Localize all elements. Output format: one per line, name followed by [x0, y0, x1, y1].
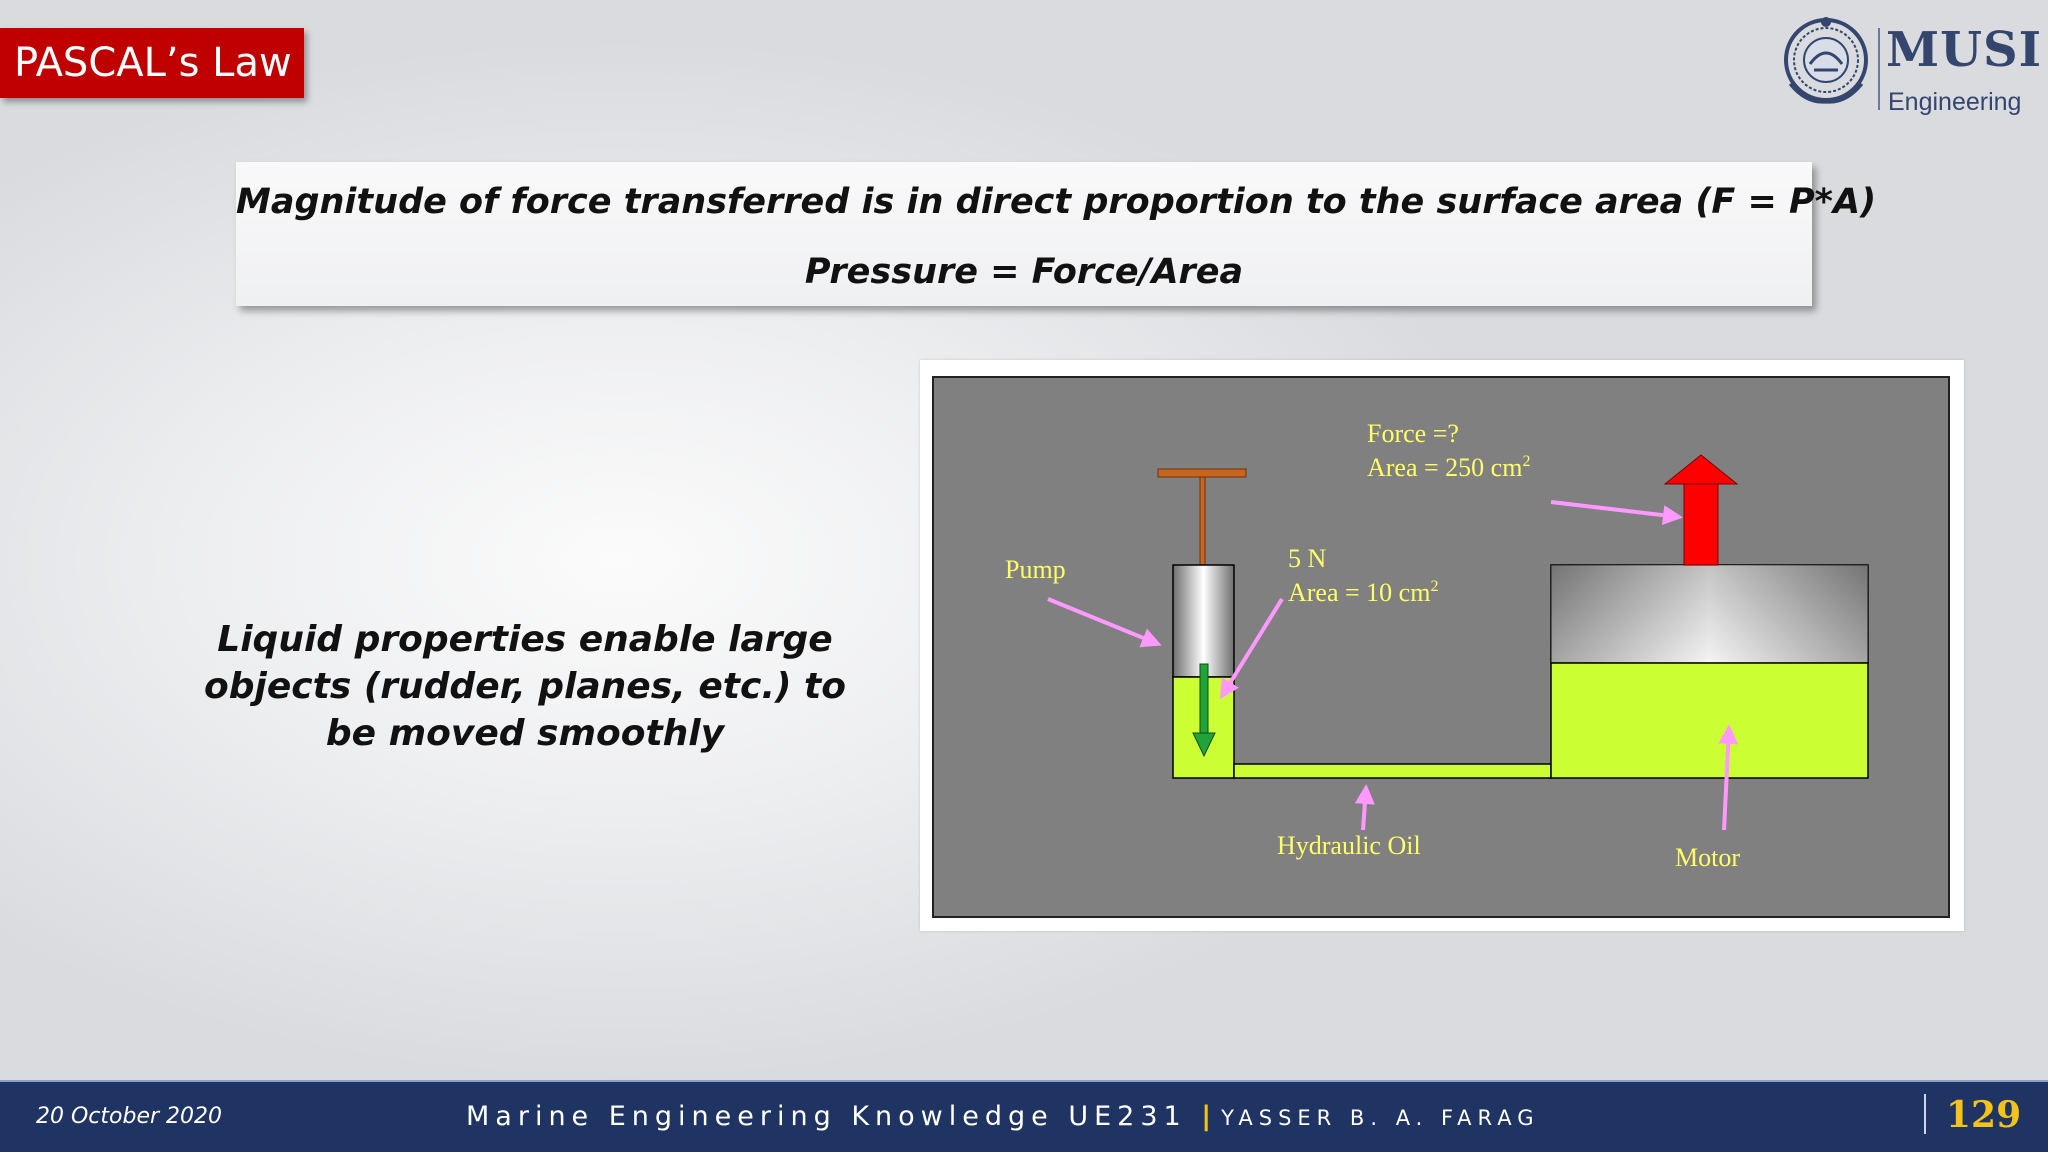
hydraulic-oil-label: Hydraulic Oil [1277, 831, 1421, 860]
pressure-formula: Pressure = Force/Area [804, 252, 1244, 292]
output-force-arrow-icon [1663, 454, 1739, 566]
hydraulic-diagram: Pump 5 N Area = 10 cm2 Force =? Area = 2… [932, 376, 1950, 918]
logo-brand: MUSI [1886, 22, 2043, 78]
logo-subtitle: Engineering [1888, 88, 2022, 116]
motor-pointer-arrow [1718, 724, 1739, 831]
input-area-label: Area = 10 cm2 [1288, 578, 1438, 607]
input-force-label: 5 N [1288, 544, 1327, 573]
logo-divider [1878, 28, 1880, 110]
pump-label: Pump [1005, 555, 1066, 584]
motor-oil [1550, 662, 1869, 779]
oil-pointer-arrow [1354, 784, 1375, 831]
output-force-label: Force =? [1367, 419, 1459, 448]
course-name: Marine Engineering Knowledge UE231 [466, 1101, 1187, 1132]
output-area-pointer-arrow [1550, 500, 1683, 526]
footer-course: Marine Engineering Knowledge UE231 | YASS… [466, 1101, 1540, 1132]
input-area-pointer-arrow [1219, 597, 1284, 700]
footer-author: YASSER B. A. FARAG [1221, 1106, 1540, 1130]
input-force-arrow-icon [1192, 663, 1216, 758]
motor-label: Motor [1675, 843, 1740, 872]
footer-divider [1924, 1094, 1926, 1134]
formula-box: Magnitude of force transferred is in dir… [236, 162, 1877, 306]
output-area-label: Area = 250 cm2 [1367, 453, 1530, 482]
liquid-properties-text: Liquid properties enable large objects (… [204, 619, 846, 754]
pump-handle-bar [1157, 468, 1247, 478]
pump-pointer-arrow [1047, 597, 1162, 648]
musi-logo: MUSI Engineering [1776, 12, 2041, 116]
page-number: 129 [1946, 1094, 2022, 1136]
footer-date: 20 October 2020 [36, 1104, 223, 1129]
motor-piston-shading [1551, 565, 1868, 663]
footer-separator: | [1201, 1101, 1212, 1132]
hydraulic-oil-line [1233, 763, 1552, 779]
pump-piston [1172, 564, 1235, 678]
slide-title: PASCAL’s Law [0, 28, 304, 98]
university-seal-icon [1784, 17, 1868, 104]
footer-bar: 20 October 2020 Marine Engineering Knowl… [0, 1080, 2048, 1152]
force-proportion-statement: Magnitude of force transferred is in dir… [236, 182, 1877, 222]
hydraulic-diagram-frame: Pump 5 N Area = 10 cm2 Force =? Area = 2… [920, 360, 1964, 931]
pump-rod [1199, 476, 1206, 566]
